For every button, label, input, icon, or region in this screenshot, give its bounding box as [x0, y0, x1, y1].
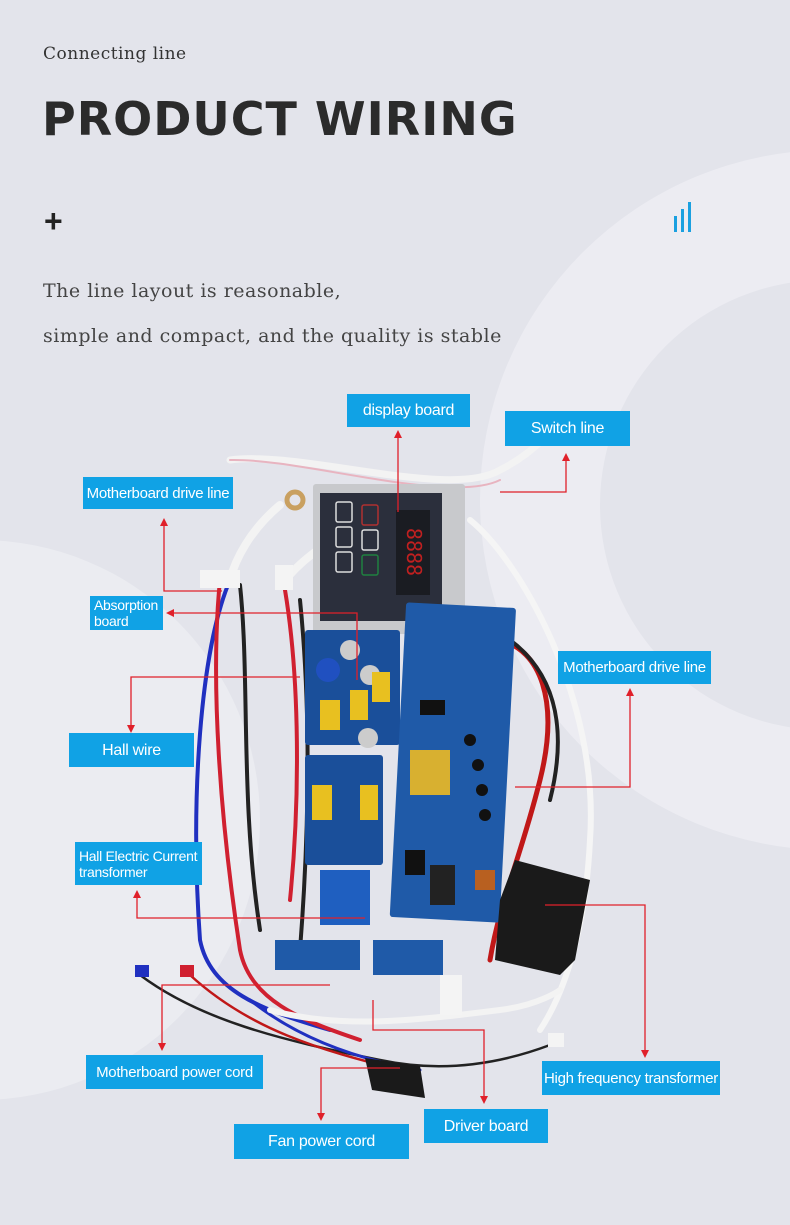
- driver-board: [373, 940, 443, 975]
- signal-bars-icon: [674, 202, 691, 232]
- driver-board: [275, 940, 360, 970]
- label-driver-board: Driver board: [424, 1109, 548, 1143]
- leader-lines: [130, 436, 646, 1116]
- hall-current-transformer: [320, 870, 370, 925]
- motherboard: [389, 602, 516, 923]
- background-circle: [600, 282, 790, 728]
- section-subtitle: Connecting line: [43, 44, 187, 64]
- description-line-1: The line layout is reasonable,: [43, 280, 342, 302]
- label-absorption-board: Absorption board: [90, 596, 163, 630]
- arrowheads: [127, 430, 649, 1121]
- description-line-2: simple and compact, and the quality is s…: [43, 325, 502, 347]
- label-switch-line: Switch line: [505, 411, 630, 446]
- display-digits: 8888: [402, 528, 426, 576]
- label-display-board: display board: [347, 394, 470, 427]
- label-high-frequency-transformer: High frequency transformer: [542, 1061, 720, 1095]
- label-motherboard-drive-line-right: Motherboard drive line: [558, 651, 711, 684]
- label-hall-wire: Hall wire: [69, 733, 194, 767]
- high-frequency-transformer: [495, 860, 590, 975]
- label-motherboard-drive-line-left: Motherboard drive line: [83, 477, 233, 509]
- background-circle: [0, 540, 260, 1100]
- label-fan-power-cord: Fan power cord: [234, 1124, 409, 1159]
- label-hall-current-transformer: Hall Electric Current transformer: [75, 842, 202, 885]
- plus-icon: +: [44, 203, 63, 239]
- label-motherboard-power-cord: Motherboard power cord: [86, 1055, 263, 1089]
- page-title: PRODUCT WIRING: [42, 92, 518, 146]
